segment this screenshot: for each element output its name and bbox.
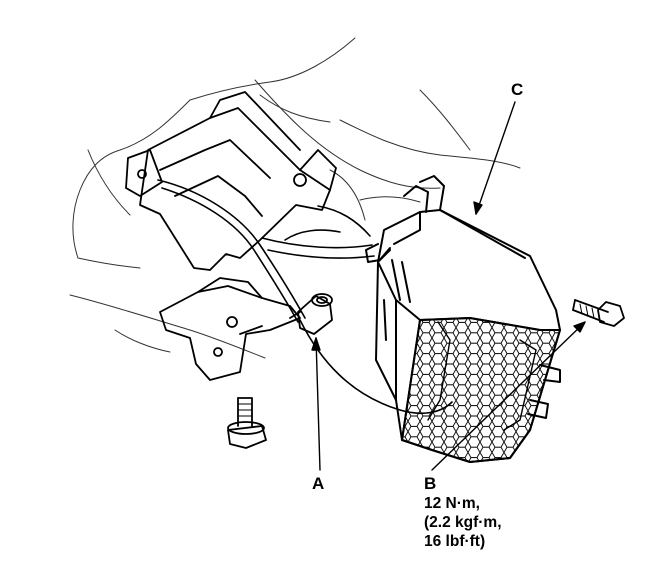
leader-lines bbox=[311, 101, 586, 471]
torque-spec: 12 N·m, (2.2 kgf·m, 16 lbf·ft) bbox=[424, 494, 502, 551]
background-body-outline bbox=[69, 37, 521, 359]
leader-a-arrow bbox=[311, 337, 321, 351]
torque-spec-kgfm: (2.2 kgf·m, bbox=[424, 514, 502, 531]
vapor-hoses bbox=[157, 179, 453, 415]
callout-b: B bbox=[424, 474, 437, 493]
callout-a: A bbox=[312, 474, 325, 493]
leader-c bbox=[475, 101, 516, 215]
evap-canister bbox=[365, 175, 561, 463]
mounting-bracket-lower bbox=[159, 277, 301, 381]
connector-a bbox=[289, 293, 333, 335]
leader-c-arrow bbox=[473, 201, 483, 215]
leader-b-arrow bbox=[573, 321, 586, 333]
torque-spec-lbfft: 16 lbf·ft) bbox=[424, 533, 486, 550]
leader-b bbox=[431, 321, 586, 471]
mounting-bracket-upper bbox=[125, 91, 337, 271]
bolt-b bbox=[572, 299, 625, 327]
leader-a bbox=[315, 337, 321, 471]
callout-c: C bbox=[511, 80, 524, 99]
bolt-lower-left bbox=[227, 397, 267, 449]
torque-spec-nm: 12 N·m, bbox=[424, 495, 480, 512]
